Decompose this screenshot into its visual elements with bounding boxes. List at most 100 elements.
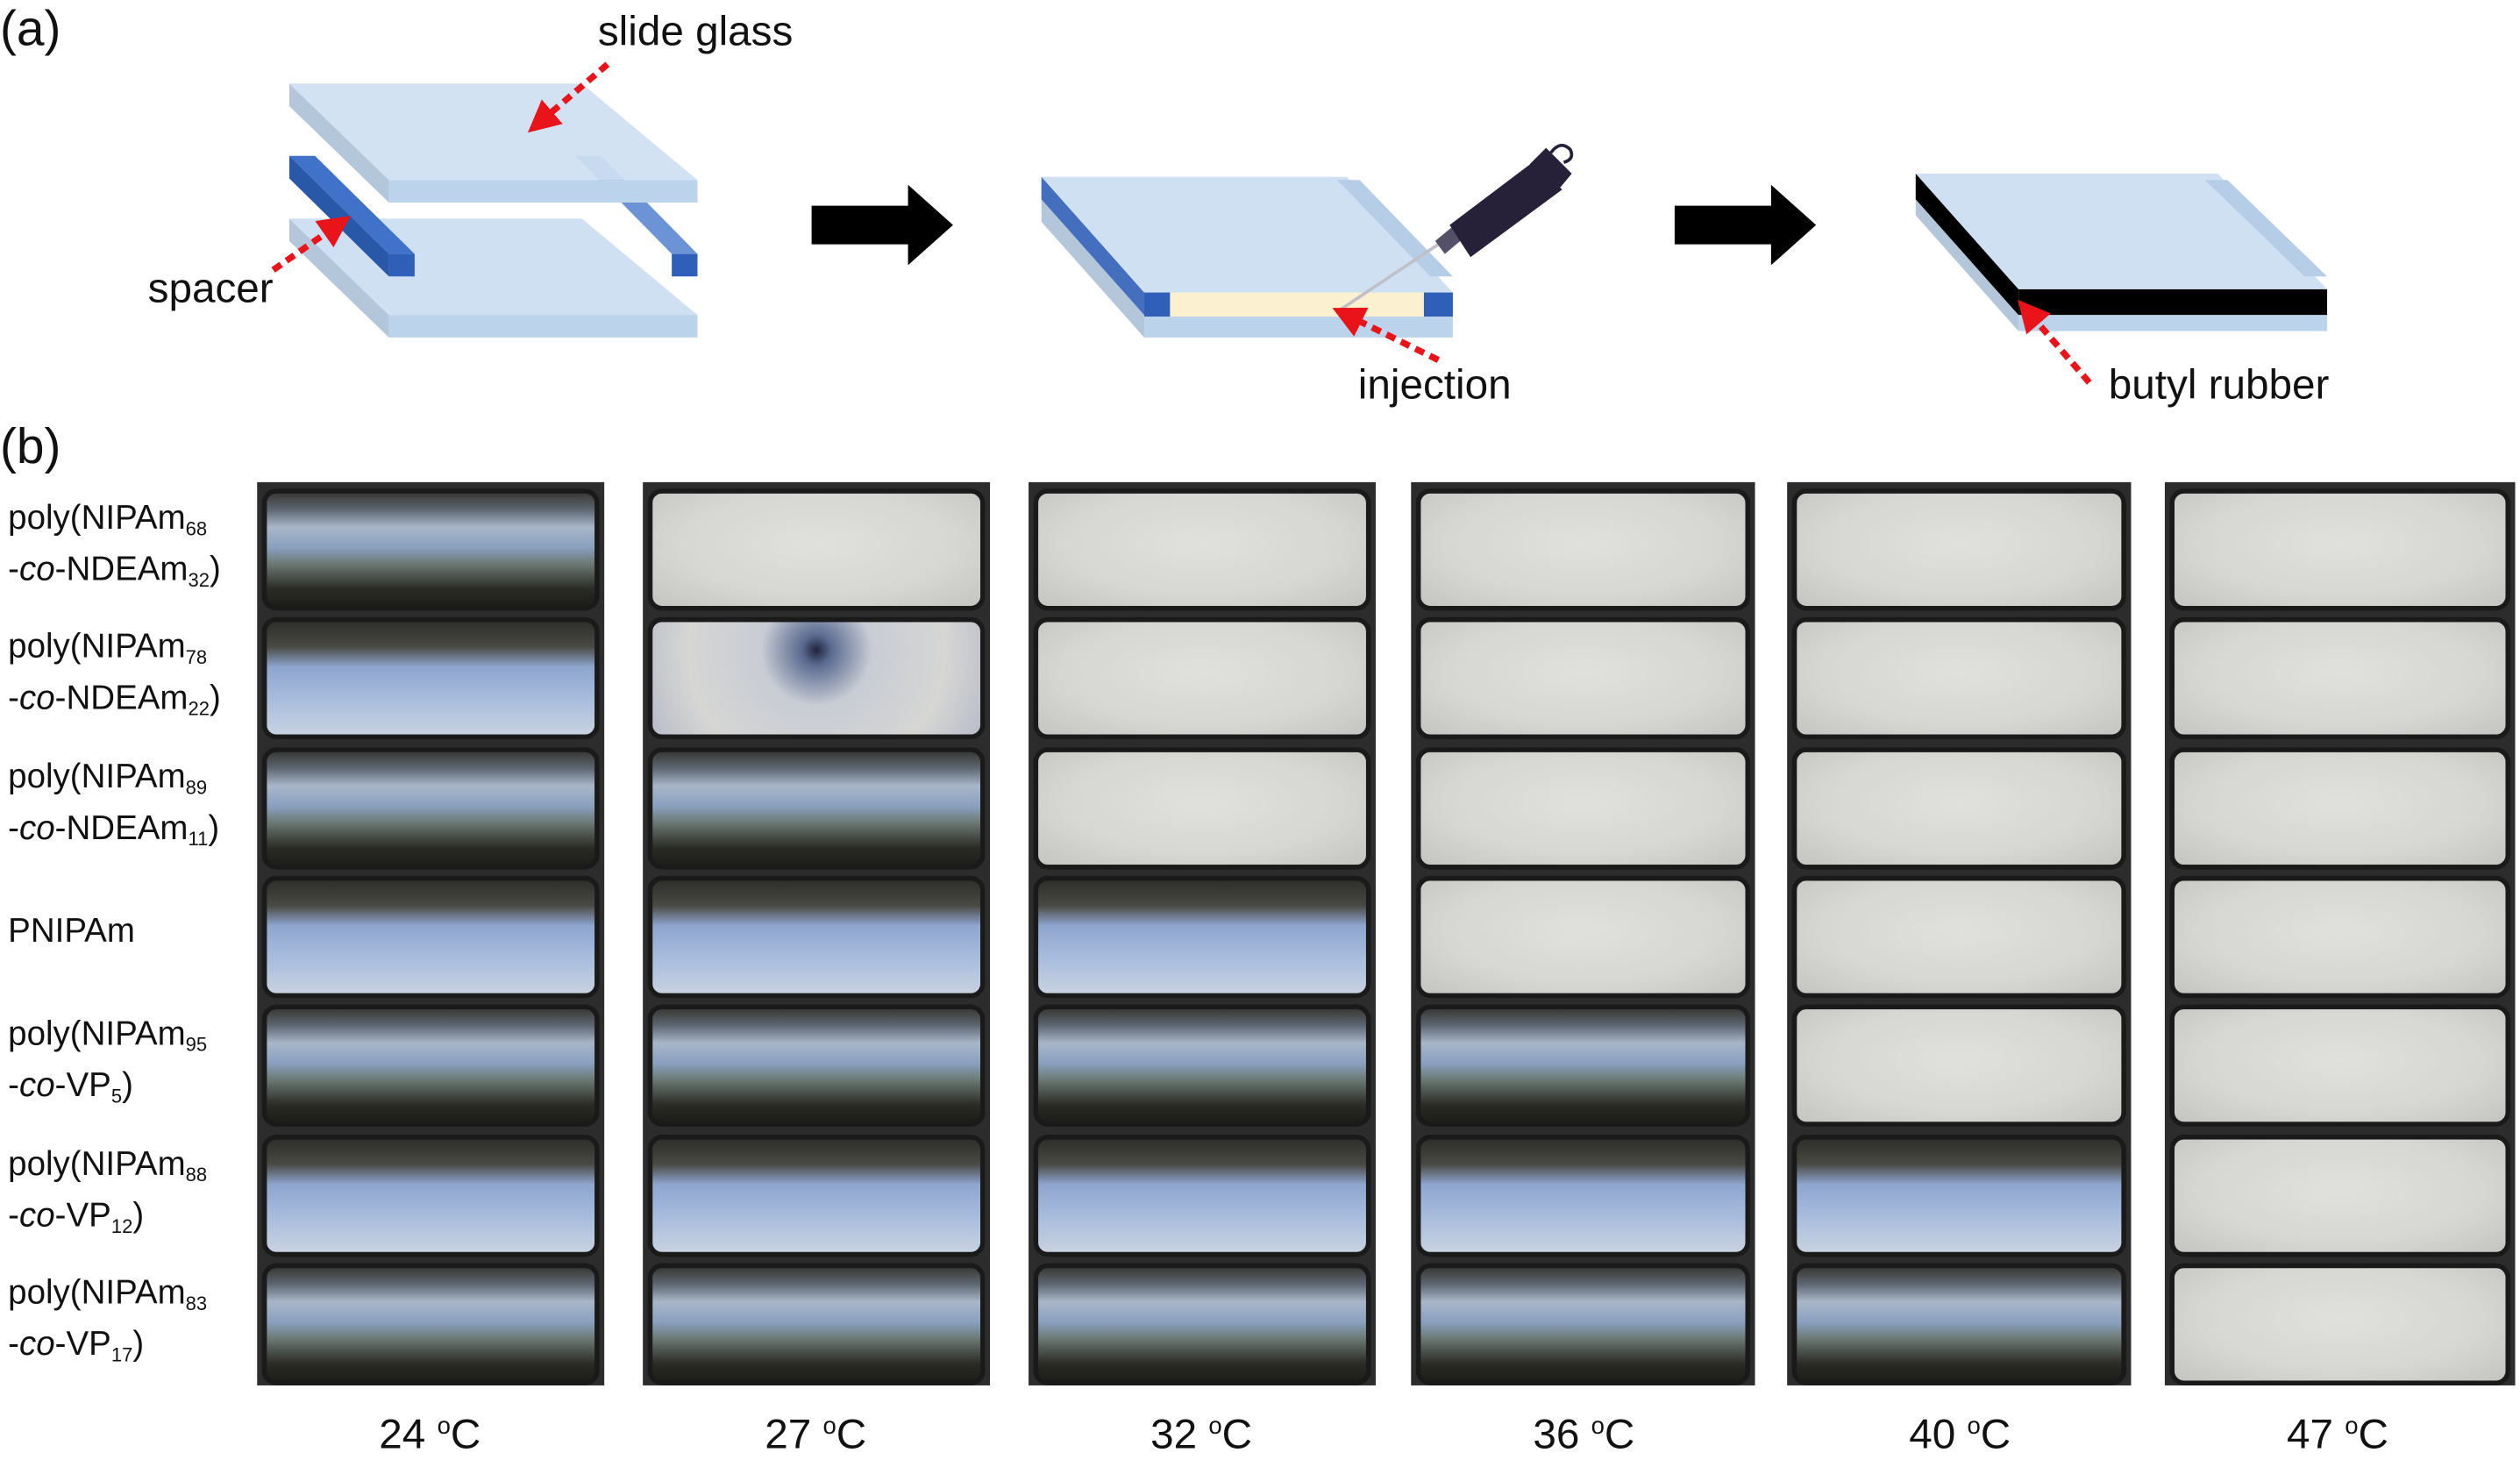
sample-label: poly(NIPAm78-co-NDEAm22) <box>8 627 221 730</box>
subscript: 78 <box>185 646 208 670</box>
label-text: co <box>18 809 55 847</box>
temperature-label: 32 oC <box>1029 1409 1374 1459</box>
sample-label: poly(NIPAm95-co-VP5) <box>8 1015 207 1117</box>
temperature-text: o <box>1208 1413 1222 1441</box>
temperature-column <box>1787 481 2132 1385</box>
opaque-cell-photo <box>2169 617 2510 740</box>
subscript: 12 <box>110 1214 133 1237</box>
temperature-text: C <box>450 1409 481 1458</box>
label-text: poly(NIPAm <box>8 1015 186 1053</box>
label-text: ) <box>209 680 221 718</box>
label-text: -NDEAm <box>54 551 189 588</box>
label-text: - <box>8 1067 19 1105</box>
opaque-cell-photo <box>1415 746 1751 869</box>
opaque-cell-photo <box>1415 875 1751 999</box>
temperature-text: C <box>2358 1409 2388 1458</box>
subscript: 32 <box>188 568 210 592</box>
transparent-cell-photo <box>261 1134 600 1257</box>
sample-label: poly(NIPAm68-co-NDEAm32) <box>8 498 221 601</box>
label-text: ) <box>132 1325 145 1363</box>
subscript: 88 <box>185 1163 208 1186</box>
label-text: -VP <box>54 1325 111 1363</box>
subscript: 11 <box>188 827 209 850</box>
temperature-text: C <box>836 1409 867 1458</box>
opaque-cell-photo <box>1791 875 2126 999</box>
subscript: 17 <box>110 1342 133 1366</box>
opaque-cell-photo <box>1033 617 1371 740</box>
transparent-cell-photo <box>1415 1263 1751 1385</box>
fabrication-schematic <box>271 61 2328 385</box>
temperature-text: C <box>1604 1409 1635 1458</box>
label-text: - <box>8 1196 19 1234</box>
spacer-label: spacer <box>147 263 274 312</box>
transparent-cell-photo <box>261 1004 600 1128</box>
label-text: poly(NIPAm <box>8 629 186 666</box>
label-text: -VP <box>54 1067 111 1105</box>
temperature-column <box>1029 481 1376 1385</box>
temperature-label: 40 oC <box>1787 1409 2132 1459</box>
label-text: co <box>18 1067 55 1105</box>
transparent-cell-photo <box>647 746 986 869</box>
label-text: poly(NIPAm <box>8 758 186 795</box>
opaque-cell-photo <box>2169 1263 2510 1385</box>
temperature-column <box>2164 481 2516 1385</box>
partially-opaque-cell-photo <box>647 617 986 740</box>
transparent-cell-photo <box>1791 1263 2126 1385</box>
transparent-cell-photo <box>1033 1004 1371 1128</box>
panel-a-label: (a) <box>0 0 61 57</box>
subscript: 89 <box>185 775 208 799</box>
transparent-cell-photo <box>261 617 600 740</box>
transparent-cell-photo <box>1415 1134 1751 1257</box>
sample-label: poly(NIPAm88 -co-VP12) <box>8 1143 207 1246</box>
transparent-cell-photo <box>647 1004 986 1128</box>
spacer-pointer-arrow <box>271 216 351 273</box>
opaque-cell-photo <box>1415 488 1751 611</box>
label-text: poly(NIPAm <box>8 500 186 538</box>
opaque-cell-photo <box>1791 746 2126 869</box>
process-arrow-1 <box>811 184 953 266</box>
transparent-cell-photo <box>261 488 600 611</box>
opaque-cell-photo <box>1415 617 1751 740</box>
opaque-cell-photo <box>2169 1134 2510 1257</box>
subscript: 22 <box>188 698 210 721</box>
transparent-cell-photo <box>647 1263 986 1385</box>
process-arrow-2 <box>1674 184 1817 266</box>
step1-exploded-cell <box>271 61 698 338</box>
label-text: - <box>8 1325 19 1363</box>
transparent-cell-photo <box>261 875 600 999</box>
transparent-cell-photo <box>1033 1263 1371 1385</box>
sample-label: poly(NIPAm89-co-NDEAm11) <box>8 757 219 859</box>
label-text: co <box>18 1196 55 1234</box>
opaque-cell-photo <box>1791 488 2126 611</box>
temperature-text: 32 <box>1150 1409 1209 1458</box>
subscript: 95 <box>185 1033 208 1057</box>
label-text: -NDEAm <box>54 680 189 718</box>
temperature-text: C <box>1221 1409 1253 1458</box>
transparent-cell-photo <box>647 1134 986 1257</box>
label-text: ) <box>122 1067 133 1105</box>
temperature-text: o <box>437 1413 451 1441</box>
opaque-cell-photo <box>2169 746 2510 869</box>
temperature-column <box>257 481 605 1385</box>
transparent-cell-photo <box>1033 1134 1371 1257</box>
label-text: ) <box>132 1196 145 1234</box>
opaque-cell-photo <box>647 488 986 611</box>
step2-injection-cell <box>1041 143 1574 363</box>
label-text: poly(NIPAm <box>8 1144 186 1183</box>
opaque-cell-photo <box>1033 488 1371 611</box>
opaque-cell-photo <box>2169 875 2510 999</box>
label-text: -VP <box>54 1196 111 1234</box>
opaque-cell-photo <box>2169 1004 2510 1128</box>
injection-pointer-arrow <box>1332 307 1441 363</box>
temperature-text: 40 <box>1909 1409 1968 1458</box>
temperature-text: o <box>1967 1413 1981 1441</box>
temperature-text: C <box>1980 1409 2011 1458</box>
label-text: ) <box>208 809 220 847</box>
step3-sealed-cell <box>1915 173 2328 385</box>
label-text: co <box>18 551 55 588</box>
temperature-label: 47 oC <box>2165 1409 2510 1459</box>
temperature-text: o <box>822 1413 836 1441</box>
temperature-text: 47 <box>2286 1409 2346 1458</box>
temperature-text: o <box>2345 1413 2359 1441</box>
temperature-label: 27 oC <box>643 1409 988 1459</box>
